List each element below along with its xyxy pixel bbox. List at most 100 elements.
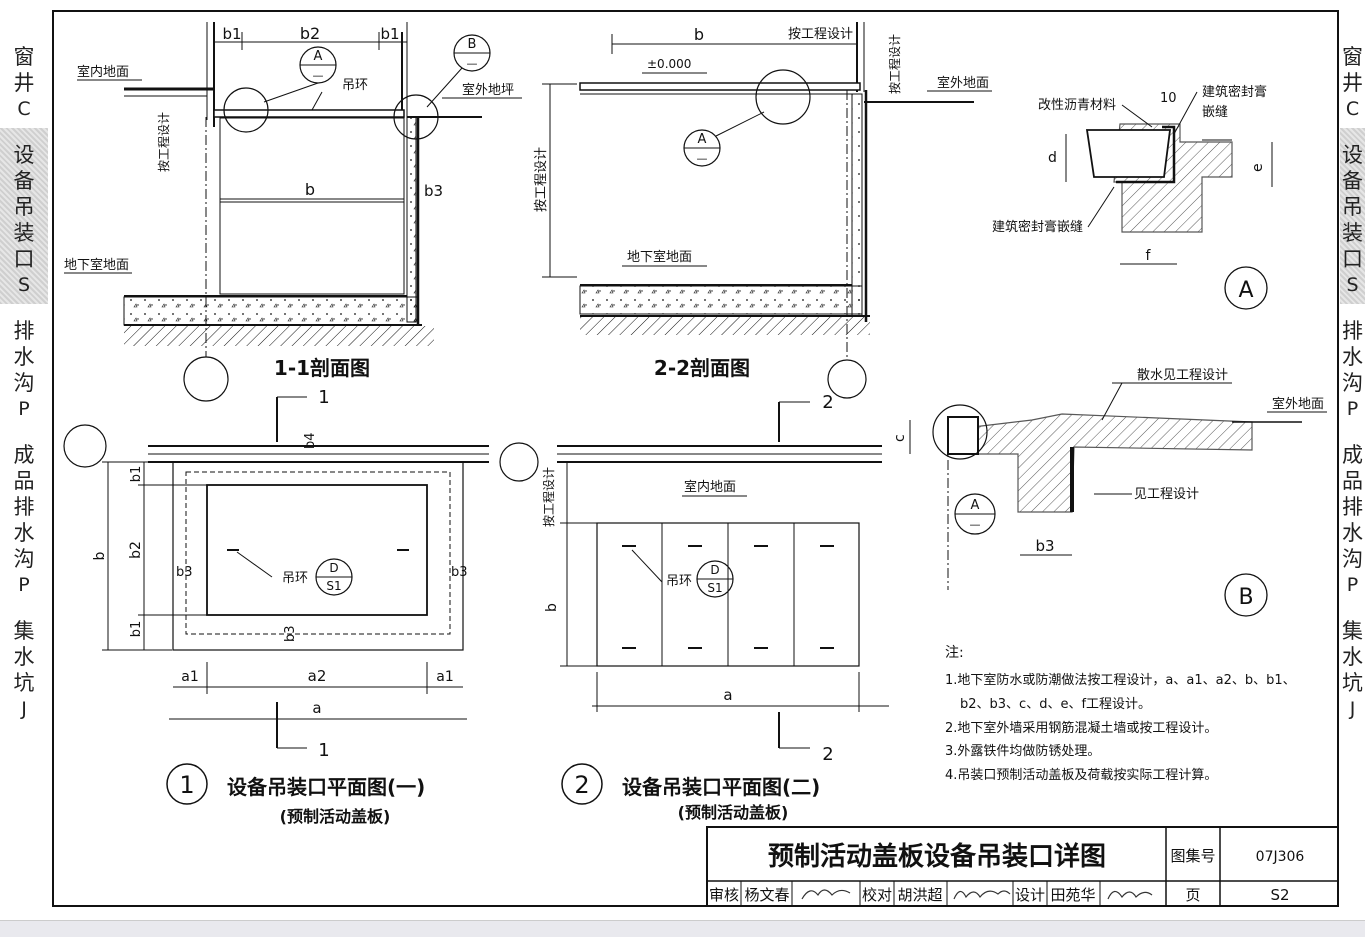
nav-item-char: 井	[13, 71, 35, 95]
page-number: S2	[1270, 886, 1289, 904]
plan-1-title: 设备吊装口平面图(一)	[227, 775, 425, 799]
note-4: 4.吊装口预制活动盖板及荷载按实际工程计算。	[945, 768, 1217, 783]
nav-item-char: 成	[13, 443, 35, 467]
nav-right-item-char: 窗	[1342, 45, 1363, 69]
nav-item-char: 吊	[13, 195, 35, 219]
label-seam: 嵌缝	[1202, 105, 1228, 120]
nav-right-item-char: 成	[1342, 443, 1363, 467]
note-1b: b2、b3、c、d、e、f工程设计。	[960, 697, 1151, 712]
check-label: 校对	[862, 886, 892, 904]
nav-item-code: S	[17, 274, 31, 296]
callout-a-letter: A	[314, 49, 323, 64]
label-ring-p2: 吊环	[666, 574, 692, 589]
drawing-sheet: b1 b2 b1 A — B — 室内地面 吊环 室外地坪 地下室地面 按工程设…	[52, 10, 1341, 908]
nav-right-item-char: 吊	[1342, 195, 1363, 219]
label-indoor: 室内地面	[77, 64, 129, 80]
note-3: 3.外露铁件均做防锈处理。	[945, 743, 1100, 759]
callout-a-b-letter: A	[971, 498, 980, 513]
nav-right-item-char: 品	[1342, 469, 1363, 493]
label-outdoor-22: 室外地面	[937, 75, 989, 91]
dim-b3: b3	[424, 182, 443, 200]
dim-a1-left-p1: a1	[181, 669, 199, 685]
drawing-title: 预制活动盖板设备吊装口详图	[768, 841, 1106, 872]
dim-b3-left-p1: b3	[176, 565, 193, 580]
dim-b-p1: b	[92, 551, 108, 560]
dim-f: f	[1146, 248, 1152, 264]
atlas-label: 图集号	[1170, 847, 1215, 865]
nav-right-item-char: 坑	[1342, 671, 1363, 695]
ring-ref-d-p1: D	[329, 561, 338, 575]
dim-b3-b: b3	[1035, 537, 1054, 555]
dim-a1-right-p1: a1	[436, 669, 454, 685]
label-design-v: 按工程设计	[156, 112, 171, 172]
label-ten: 10	[1160, 91, 1177, 106]
checker-signature	[953, 890, 1011, 900]
section-1-1-title: 1-1剖面图	[274, 356, 370, 380]
detail-a-letter: A	[1238, 278, 1253, 303]
dim-b-22: b	[694, 25, 704, 44]
nav-item-char: 装	[13, 221, 35, 245]
nav-right-item-char: 备	[1342, 169, 1363, 193]
nav-right-item-char: 集	[1342, 619, 1363, 643]
dim-b: b	[305, 180, 315, 199]
label-design-left: 按工程设计	[534, 147, 549, 212]
nav-right-item-char: 设	[1342, 143, 1363, 167]
label-zero: ±0.000	[647, 57, 691, 71]
dim-b2: b2	[300, 24, 320, 43]
nav-item-char: 口	[13, 247, 35, 271]
plan-1-subtitle: (预制活动盖板)	[280, 807, 391, 826]
dim-b1-top-p1: b1	[129, 466, 144, 483]
notes: 注: 1.地下室防水或防潮做法按工程设计，a、a1、a2、b、b1、 b2、b3…	[945, 645, 1296, 783]
designer-name: 田苑华	[1050, 886, 1095, 904]
drawing-svg: b1 b2 b1 A — B — 室内地面 吊环 室外地坪 地下室地面 按工程设…	[63, 22, 1341, 908]
nav-item-char: 沟	[13, 371, 35, 395]
dim-d: d	[1048, 150, 1057, 166]
callout-a-22-dash: —	[697, 152, 708, 165]
label-asphalt: 改性沥青材料	[1038, 98, 1116, 113]
cut-label-top-2: 2	[822, 392, 833, 413]
label-indoor-p2: 室内地面	[684, 479, 736, 495]
label-apron: 散水见工程设计	[1137, 368, 1228, 383]
note-1: 1.地下室防水或防潮做法按工程设计，a、a1、a2、b、b1、	[945, 672, 1296, 688]
label-outdoor-b: 室外地面	[1272, 396, 1324, 412]
ring-ref-d-p2: D	[710, 563, 719, 577]
nav-item-char: 水	[13, 345, 35, 369]
dim-a-p2: a	[723, 686, 732, 704]
nav-right-item-code: S	[1346, 274, 1359, 296]
nav-item-char: 集	[13, 619, 35, 643]
label-design-p2: 按工程设计	[541, 467, 556, 527]
reviewer-name: 杨文春	[744, 886, 789, 904]
ring-ref-s1-p2: S1	[707, 581, 722, 595]
label-basement: 地下室地面	[64, 257, 129, 273]
section-2-2-title: 2-2剖面图	[654, 356, 750, 380]
callout-a-b-dash: —	[970, 518, 981, 531]
review-label: 审核	[709, 886, 739, 904]
label-ring-p1: 吊环	[282, 571, 308, 586]
nav-item-char: 排	[13, 495, 35, 519]
nav-item-code: J	[21, 698, 27, 720]
section-2-2: b 按工程设计 按工程设计 ±0.000 室外地面 按工程设计 地下室地面 A …	[534, 22, 992, 399]
nav-item-char: 沟	[13, 547, 35, 571]
page-label: 页	[1185, 886, 1200, 904]
plan-2-title: 设备吊装口平面图(二)	[622, 775, 820, 799]
nav-right-item-char: 水	[1342, 521, 1363, 545]
dim-b1-right: b1	[380, 25, 399, 43]
dim-e: e	[1250, 163, 1266, 172]
dim-a2-p1: a2	[308, 667, 327, 685]
nav-right-item-char: 水	[1342, 645, 1363, 669]
designer-signature	[1107, 890, 1153, 900]
